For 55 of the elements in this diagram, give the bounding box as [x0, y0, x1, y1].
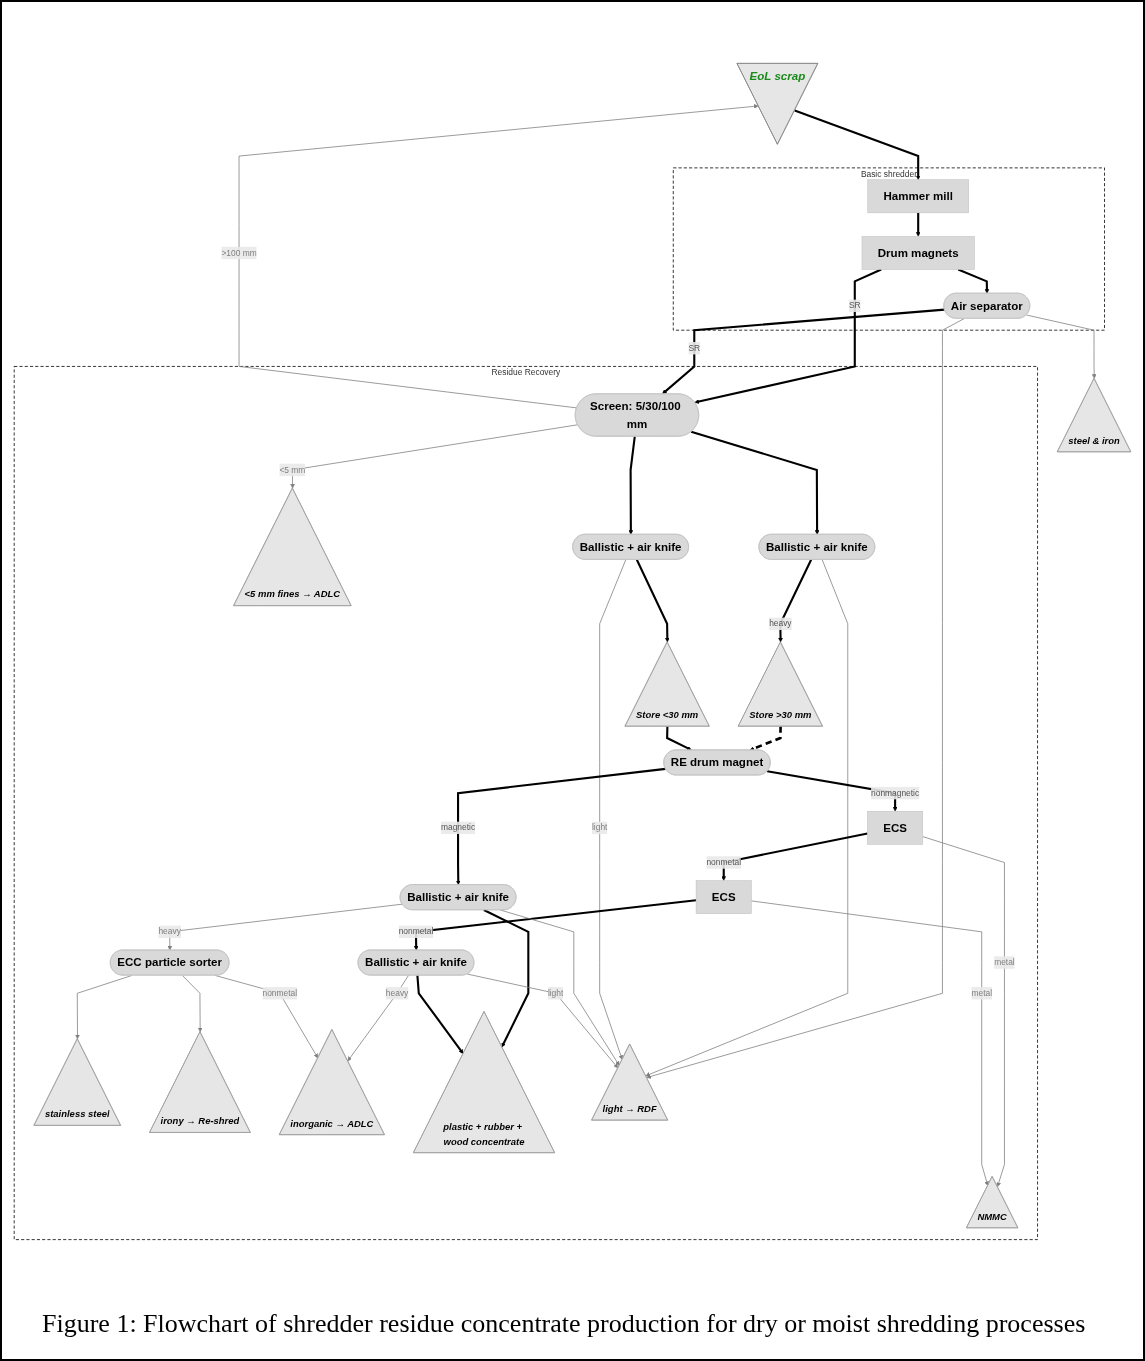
arrow — [666, 726, 692, 751]
arrow — [455, 767, 666, 886]
edge-label: <5 mm — [279, 465, 306, 475]
edge-label: heavy — [158, 927, 181, 937]
process-node: Ballistic + air knife — [399, 884, 517, 911]
process-node: Drum magnets — [861, 236, 975, 270]
edge-label: SR — [848, 301, 861, 310]
arrow — [957, 268, 990, 294]
process-node: RE drum magnet — [663, 749, 771, 776]
process-node: Air separator — [943, 292, 1031, 319]
edge-label: heavy — [769, 619, 792, 628]
process-node: ECS — [867, 811, 924, 845]
process-node: inorganic → ADLC — [278, 1029, 385, 1135]
edge-label: light — [591, 823, 608, 833]
process-node: Screen: 5/30/100 mm — [574, 393, 699, 437]
edge-label: SR — [688, 343, 701, 353]
process-node: <5 mm fines → ADLC — [233, 487, 352, 606]
arrow — [413, 899, 697, 951]
edge-label: nonmetal — [706, 857, 742, 867]
process-node: plastic + rubber + wood concentrate — [413, 1011, 555, 1153]
edge-label: light — [547, 988, 564, 998]
process-node: EoL scrap — [736, 63, 819, 145]
arrow — [628, 436, 636, 535]
arrow — [635, 559, 670, 643]
edge-label: nonmetal — [262, 988, 298, 998]
arrow — [915, 212, 921, 237]
process-node: Ballistic + air knife — [572, 533, 689, 560]
edge-label: metal — [994, 957, 1015, 967]
process-node: light → RDF — [591, 1043, 668, 1121]
arrow — [749, 726, 782, 751]
process-node: Store >30 mm — [737, 641, 823, 727]
edge-label: nonmetal — [398, 927, 434, 937]
process-node: Hammer mill — [867, 179, 969, 214]
process-node: steel & iron — [1057, 378, 1132, 453]
arrow — [794, 109, 921, 180]
process-node: Ballistic + air knife — [758, 533, 876, 560]
edge-label: >100 mm — [221, 248, 257, 258]
arrow — [690, 430, 820, 535]
arrow — [778, 559, 813, 643]
process-node: ECC particle sorter — [109, 949, 230, 976]
edge-label: nonmagnetic — [871, 788, 920, 798]
arrow — [483, 909, 530, 1048]
process-node: Store <30 mm — [624, 641, 710, 727]
arrow — [662, 308, 945, 395]
process-node: ECS — [695, 880, 752, 914]
edge-label: heavy — [385, 988, 409, 998]
process-node: stainless steel — [33, 1038, 121, 1126]
edge-label: metal — [971, 988, 992, 998]
edge-label: magnetic — [441, 823, 476, 833]
figure-caption: Figure 1: Flowchart of shredder residue concentrate production for dry or moist shredding processes — [41, 1308, 1087, 1340]
arrow — [416, 975, 464, 1054]
process-node: Ballistic + air knife — [357, 949, 475, 976]
process-node: NMMC — [966, 1176, 1019, 1229]
process-node: irony → Re-shred — [149, 1031, 251, 1133]
arrow — [694, 268, 882, 404]
